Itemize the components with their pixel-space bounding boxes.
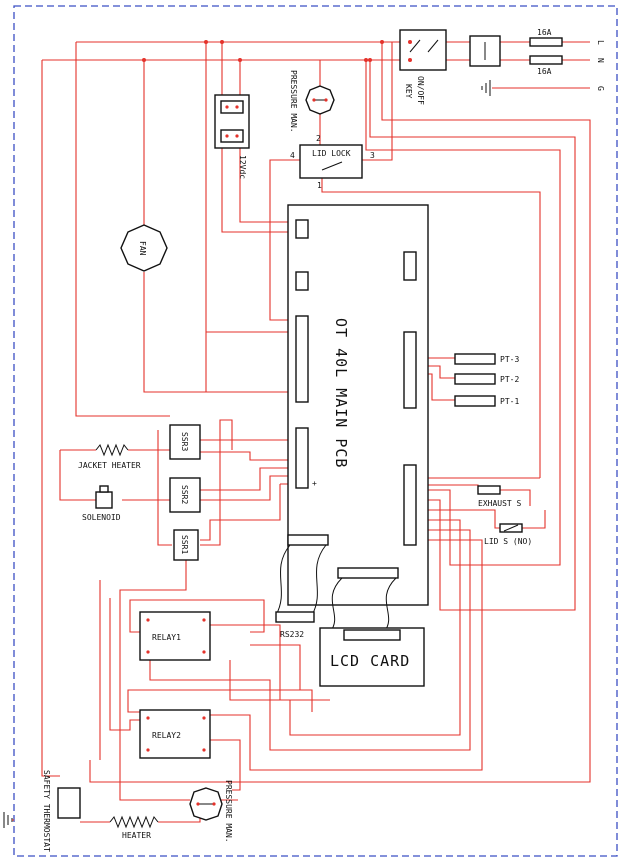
ssr2: SSR2 — [169, 477, 201, 513]
lid-lock-pin-4: 4 — [290, 151, 295, 160]
exhaust-label: EXHAUST S — [478, 499, 522, 508]
lid-lock-pin-2: 2 — [316, 134, 321, 143]
heater-label: HEATER — [122, 831, 151, 840]
jacket-heater: JACKET HEATER — [78, 443, 141, 470]
jacket-heater-label: JACKET HEATER — [78, 461, 141, 470]
main-pcb: OT 40L MAIN PCB + — [287, 204, 429, 606]
lcd-card: LCD CARD — [319, 627, 425, 687]
ssr2-label: SSR2 — [180, 485, 189, 504]
lid-s-label: LID S (NO) — [484, 537, 532, 546]
fan: FAN — [120, 224, 168, 272]
lid-lock-pin-3: 3 — [370, 151, 375, 160]
lcd-ribbon — [329, 567, 399, 633]
lid-lock-pin-1: 1 — [317, 181, 322, 190]
solenoid-label: SOLENOID — [82, 513, 121, 522]
pressure-switch-bottom: PRESSURE MAN. — [189, 780, 233, 843]
ssr3: SSR3 — [169, 424, 201, 460]
pt-sensors: PT-3 PT-2 PT-1 — [454, 353, 519, 407]
fan-label: FAN — [138, 241, 147, 256]
ssr1: SSR1 — [173, 529, 199, 561]
pcb-title: OT 40L MAIN PCB — [332, 318, 350, 468]
rs232-cable: RS232 — [275, 534, 329, 639]
terminal-l: L — [596, 40, 605, 45]
ground-symbol-bottom — [3, 812, 14, 828]
psu-12vdc: 12Vdc — [214, 94, 250, 179]
solenoid: SOLENOID — [82, 485, 121, 522]
relay2: RELAY2 — [139, 709, 211, 759]
heater: HEATER — [109, 815, 159, 840]
ssr1-label: SSR1 — [180, 535, 189, 554]
pressure-top-label: PRESSURE MAN. — [289, 70, 298, 133]
lid-switch: LID S (NO) — [484, 523, 532, 546]
pt3-label: PT-3 — [500, 355, 519, 364]
pressure-bottom-label: PRESSURE MAN. — [224, 780, 233, 843]
safety-thermostat-label: SAFETY THERMOSTAT — [42, 770, 51, 852]
on-off-switch: ON/OFF KEY — [399, 29, 447, 105]
pt1-label: PT-1 — [500, 397, 519, 406]
diagram-border — [13, 5, 618, 857]
lid-lock-label: LID LOCK — [312, 149, 351, 158]
junction-dots — [142, 40, 384, 62]
breaker — [469, 35, 501, 67]
relay1: RELAY1 — [139, 611, 211, 661]
pt2-label: PT-2 — [500, 375, 519, 384]
rs232-label: RS232 — [280, 630, 304, 639]
terminal-g: G — [596, 86, 605, 91]
fuse-bottom-label: 16A — [537, 67, 552, 76]
wiring — [41, 41, 591, 823]
switch-sublabel: KEY — [404, 84, 413, 99]
exhaust-switch: EXHAUST S — [477, 485, 522, 508]
terminal-n: N — [596, 58, 605, 63]
connector-mark: + — [312, 479, 317, 488]
ssr3-label: SSR3 — [180, 432, 189, 451]
switch-label: ON/OFF — [416, 76, 425, 105]
lid-lock: LID LOCK 2 4 3 1 — [290, 134, 375, 190]
relay2-label: RELAY2 — [152, 731, 181, 740]
fuse-top-label: 16A — [537, 28, 552, 37]
ground-symbol-top — [481, 80, 491, 96]
fuses: 16A 16A — [529, 28, 563, 76]
psu-label: 12Vdc — [238, 155, 247, 179]
safety-thermostat: SAFETY THERMOSTAT — [42, 770, 81, 852]
terminals: L N G — [596, 40, 605, 91]
relay1-label: RELAY1 — [152, 633, 181, 642]
lcd-label: LCD CARD — [330, 652, 410, 670]
pressure-switch-top: PRESSURE MAN. — [289, 70, 335, 133]
